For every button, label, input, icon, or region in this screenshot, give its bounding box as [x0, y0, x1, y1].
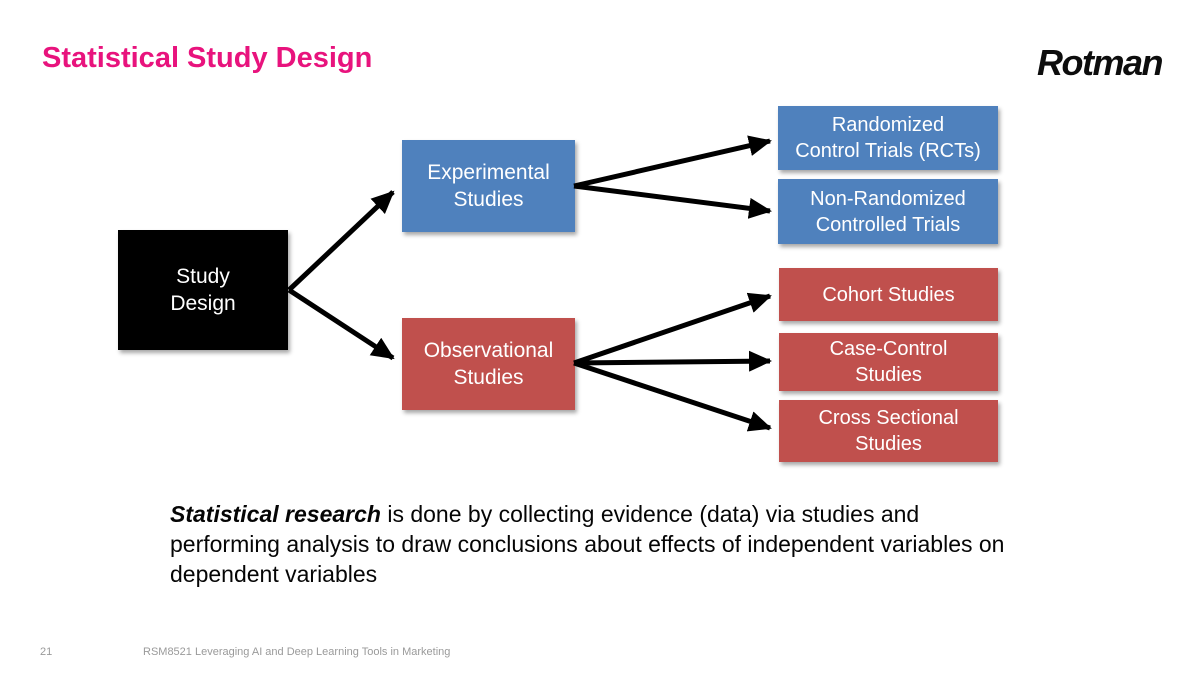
arrow-observational-to-cohort — [573, 292, 772, 366]
slide-title: Statistical Study Design — [42, 42, 373, 74]
body-text: Statistical research is done by collecti… — [170, 499, 1010, 589]
node-observational-studies: Observational Studies — [402, 318, 575, 410]
arrow-observational-to-cross — [573, 360, 772, 432]
body-lead: Statistical research — [170, 501, 381, 527]
arrow-observational-to-casecontrol — [573, 350, 772, 372]
node-randomized-control-trials: Randomized Control Trials (RCTs) — [778, 106, 998, 170]
page-number: 21 — [40, 646, 53, 658]
node-study-design: Study Design — [118, 230, 288, 350]
node-case-control-studies: Case-Control Studies — [779, 333, 998, 391]
arrow-study-to-observational — [287, 287, 395, 361]
node-cohort-studies: Cohort Studies — [779, 268, 998, 321]
arrow-experimental-to-rct — [573, 135, 772, 189]
arrow-study-to-experimental — [287, 190, 395, 292]
footer-course-title: RSM8521 Leveraging AI and Deep Learning … — [143, 646, 451, 658]
node-cross-sectional-studies: Cross Sectional Studies — [779, 400, 998, 462]
arrow-experimental-to-nonrct — [573, 183, 772, 219]
node-non-randomized-controlled-trials: Non-Randomized Controlled Trials — [778, 179, 998, 244]
node-experimental-studies: Experimental Studies — [402, 140, 575, 232]
body-rest: is done by collecting evidence (data) vi… — [170, 501, 1005, 587]
rotman-logo: Rotman — [1037, 42, 1164, 83]
